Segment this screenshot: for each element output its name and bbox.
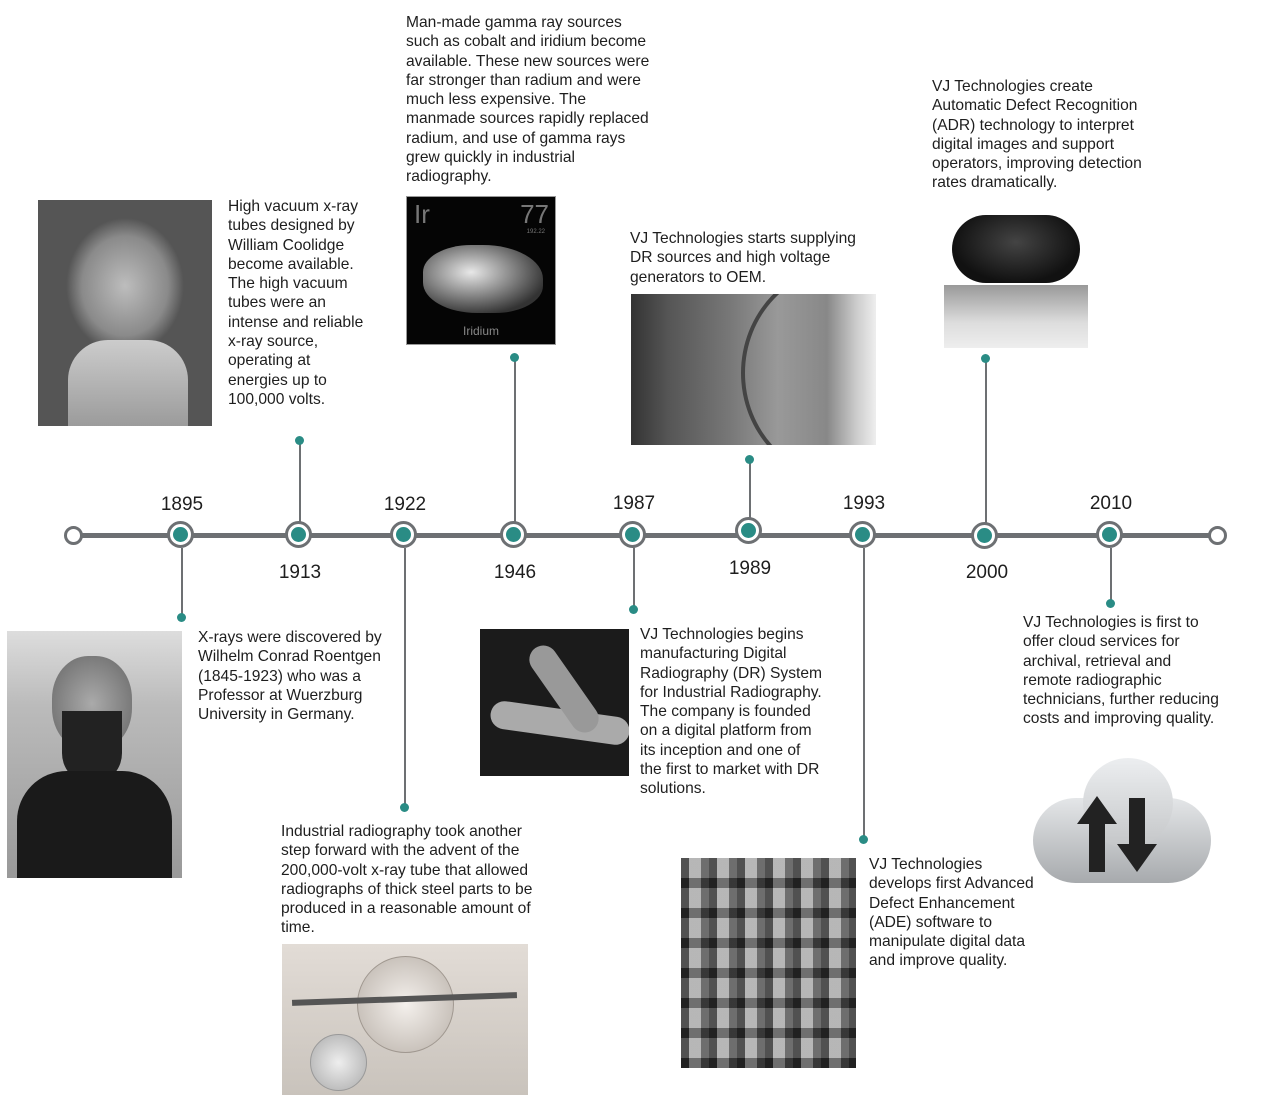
connector-1922 xyxy=(404,548,406,806)
node-1993[interactable] xyxy=(849,521,876,548)
node-1895[interactable] xyxy=(167,521,194,548)
year-label: 1922 xyxy=(383,494,427,515)
roentgen-portrait-photo xyxy=(7,631,182,878)
event-description-1895: X-rays were discovered by Wilhelm Conrad… xyxy=(198,629,382,724)
node-1913[interactable] xyxy=(285,521,312,548)
connector-dot-1946 xyxy=(510,353,519,362)
connector-dot-1895 xyxy=(177,613,186,622)
coolidge-portrait-photo xyxy=(38,200,212,426)
cloud-upload-download-icon xyxy=(1033,758,1211,885)
connector-dot-1913 xyxy=(295,436,304,445)
iridium-element-tile: Ir 77 192.22 Iridium xyxy=(406,196,556,345)
connector-2000 xyxy=(985,360,987,523)
connector-dot-1989 xyxy=(745,455,754,464)
connector-2010 xyxy=(1110,548,1112,602)
event-description-1989: VJ Technologies starts supplying DR sour… xyxy=(630,230,856,286)
node-1987[interactable] xyxy=(619,521,646,548)
year-label: 1913 xyxy=(278,562,322,583)
connector-dot-1987 xyxy=(629,605,638,614)
node-1989[interactable] xyxy=(735,517,762,544)
timeline-axis xyxy=(74,533,1218,538)
connector-1989 xyxy=(749,461,751,519)
xray-tube-photo xyxy=(282,944,528,1095)
connector-dot-1922 xyxy=(400,803,409,812)
connector-1993 xyxy=(863,548,865,838)
node-2000[interactable] xyxy=(971,522,998,549)
event-description-2010: VJ Technologies is first to offer cloud … xyxy=(1023,614,1219,728)
event-description-1913: High vacuum x-ray tubes designed by Will… xyxy=(228,198,364,408)
event-description-2000: VJ Technologies create Automatic Defect … xyxy=(932,78,1142,192)
adr-xray-object-image xyxy=(944,205,1088,348)
element-mass: 192.22 xyxy=(526,229,545,235)
connector-dot-2010 xyxy=(1106,599,1115,608)
dr-part-radiograph-image xyxy=(480,629,629,776)
element-name: Iridium xyxy=(462,324,499,338)
connector-dot-1993 xyxy=(859,835,868,844)
element-symbol: Ir xyxy=(414,199,430,229)
connector-1987 xyxy=(633,548,635,608)
year-label: 1989 xyxy=(728,558,772,579)
year-label: 2000 xyxy=(965,562,1009,583)
event-description-1922: Industrial radiography took another step… xyxy=(281,823,533,937)
node-2010[interactable] xyxy=(1096,521,1123,548)
connector-1946 xyxy=(514,359,516,522)
dr-radiograph-image xyxy=(631,294,876,445)
connector-1913 xyxy=(299,442,301,522)
year-label: 1895 xyxy=(160,494,204,515)
connector-1895 xyxy=(181,548,183,616)
node-1946[interactable] xyxy=(500,521,527,548)
timeline-end-marker xyxy=(1208,526,1227,545)
event-description-1946: Man-made gamma ray sources such as cobal… xyxy=(406,14,650,186)
node-1922[interactable] xyxy=(390,521,417,548)
year-label: 1946 xyxy=(493,562,537,583)
event-description-1993: VJ Technologies develops first Advanced … xyxy=(869,856,1034,970)
timeline-start-marker xyxy=(64,526,83,545)
element-number: 77 xyxy=(520,199,549,229)
year-label: 1987 xyxy=(612,493,656,514)
connector-dot-2000 xyxy=(981,354,990,363)
engine-block-radiograph-image xyxy=(681,858,856,1068)
event-description-1987: VJ Technologies begins manufacturing Dig… xyxy=(640,626,822,798)
up-down-arrows-icon xyxy=(1077,796,1157,872)
year-label: 1993 xyxy=(842,493,886,514)
year-label: 2010 xyxy=(1089,493,1133,514)
